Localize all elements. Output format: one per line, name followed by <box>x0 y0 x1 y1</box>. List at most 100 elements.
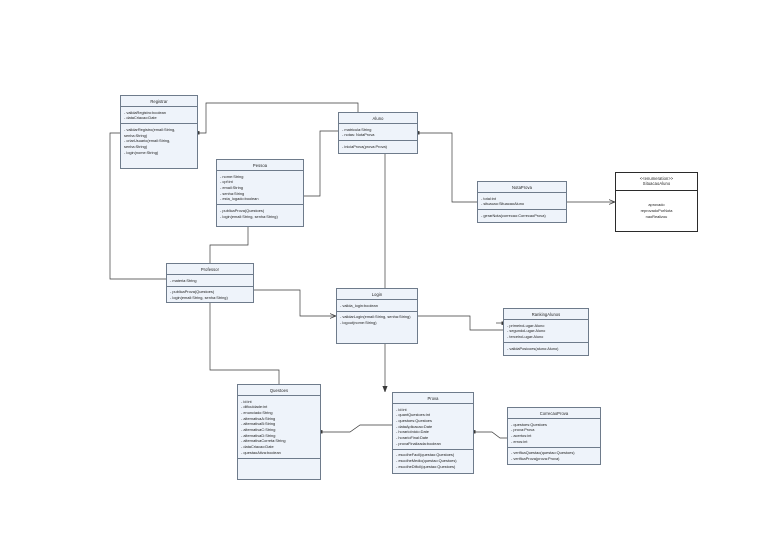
class-box-aluno[interactable]: Aluno - matricula:String - notas: NotaPr… <box>338 112 418 154</box>
operation: - publicaProva(Questoes) <box>220 207 265 213</box>
attribute: - alternativaB:String <box>241 421 276 427</box>
class-operations-prova: - escolheFacil(questao:Questoes) - escol… <box>393 450 473 473</box>
attribute: - dataCriacao:Date <box>124 115 157 121</box>
attribute: - terceiroLugar:Aluno <box>507 333 544 339</box>
edge-professor-login <box>254 289 336 316</box>
class-attributes-questoes: - id:int - dificuldade:int - enunciado:S… <box>238 396 320 459</box>
operation: - login(email:String, senha:String) <box>170 294 228 300</box>
attribute: - id:int <box>396 406 407 412</box>
attribute: - provaFinalizada:boolean <box>396 440 441 446</box>
attribute: - questaoAtiva:boolean <box>241 449 281 455</box>
class-name-pessoa: Pessoa <box>217 160 303 172</box>
class-name-professor: Professor <box>167 264 253 276</box>
class-attributes-notaprova: - total:int - situacao:SituacaoAluno <box>478 193 566 211</box>
class-box-login[interactable]: Login - valida_login:boolean - validarLo… <box>336 288 418 344</box>
class-name-notaprova: NotaProva <box>478 182 566 194</box>
attribute: - materia:String <box>170 277 197 283</box>
attribute: - dataAplicacao:Date <box>396 423 433 429</box>
class-attributes-professor: - materia:String <box>167 275 253 287</box>
attribute: - primeiroLugar:Aluno <box>507 322 545 328</box>
class-name-questoes: Questoes <box>238 385 320 397</box>
operation: - verificaProva(prova:Prova) <box>511 455 560 461</box>
enum-value: naoRealizou <box>645 214 668 220</box>
class-attributes-rankingalunos: - primeiroLugar:Aluno - segundoLugar:Alu… <box>504 320 588 344</box>
operation: - escolheFacil(questao:Questoes) <box>396 452 455 458</box>
class-name-correcaoprova: CorrecaoProva <box>508 408 600 420</box>
edge-pessoa-professor <box>209 227 249 263</box>
attribute: - alternativaCorreta:String <box>241 438 286 444</box>
operation: - validaPosicoes(aluno:Aluno) <box>507 345 559 351</box>
class-name-rankingalunos: RankingAlunos <box>504 309 588 321</box>
class-name-registrar: Registrar <box>121 96 197 108</box>
class-operations-questoes <box>238 459 320 479</box>
operation: - verificaQuestao(questao:Questoes) <box>511 450 575 456</box>
class-name-aluno: Aluno <box>339 113 417 125</box>
attribute: - valida_login:boolean <box>340 302 378 308</box>
edge-login-ranking <box>418 315 503 331</box>
attribute: - dataCriacao:Date <box>241 443 274 449</box>
enumeration-values-situacaoaluno: aprovado reprovadoPorNota naoRealizou <box>616 191 697 231</box>
class-box-notaprova[interactable]: NotaProva - total:int - situacao:Situaca… <box>477 181 567 223</box>
class-attributes-registrar: - validaRegistro:boolean - dataCriacao:D… <box>121 107 197 125</box>
class-operations-registrar: - validarRegistro(email:String, senha:St… <box>121 124 197 168</box>
attribute: - email:String <box>220 184 243 190</box>
class-box-professor[interactable]: Professor - materia:String - publicaProv… <box>166 263 254 303</box>
attribute: - senha:String <box>220 190 245 196</box>
operation: - escolheMedio(questao:Questoes) <box>396 457 457 463</box>
attribute: - situacao:SituacaoAluno <box>481 201 525 207</box>
attribute: - cpf:int <box>220 179 233 185</box>
class-box-pessoa[interactable]: Pessoa - nome:String - cpf:int - email:S… <box>216 159 304 227</box>
attribute: - alternativaD:String <box>241 432 276 438</box>
class-box-prova[interactable]: Prova - id:int - quantQuestoes:int - que… <box>392 392 474 474</box>
operation: - validarRegistro(email:String, senha:St… <box>124 126 177 138</box>
attribute: - notas: NotaProva <box>342 132 375 138</box>
attribute: - matricula:String <box>342 126 372 132</box>
edge-questoes-prova <box>319 424 392 434</box>
attribute: - acertos:int <box>511 432 532 438</box>
attribute: - questoes:Questoes <box>396 417 432 423</box>
class-operations-login: - validarLogin(email:String, senha:Strin… <box>337 312 417 343</box>
class-box-registrar[interactable]: Registrar - validaRegistro:boolean - dat… <box>120 95 198 169</box>
operation: - criarUsuario(email:String, senha:Strin… <box>124 138 172 149</box>
enumeration-stereotype: <<enumeration>> <box>639 176 674 181</box>
attribute: - alternativaC:String <box>241 426 276 432</box>
attribute: - alternativaA:String <box>241 415 276 421</box>
edge-prova-correcaoprova <box>472 430 507 439</box>
operation: - escolheDificil(questao:Questoes) <box>396 463 456 469</box>
class-operations-notaprova: - gerarNota(correcao:CorrecaoProva) <box>478 210 566 222</box>
operation: - login(nome:String) <box>124 149 159 155</box>
edge-pessoa-aluno <box>304 130 338 197</box>
class-attributes-pessoa: - nome:String - cpf:int - email:String -… <box>217 171 303 206</box>
operation: - iniciaProva(prova:Prova) <box>342 143 387 149</box>
enumeration-box-situacaoaluno[interactable]: <<enumeration>> SituacaoAluno aprovado r… <box>615 172 698 232</box>
attribute: - validaRegistro:boolean <box>124 109 166 115</box>
operation: - login(email:String, senha:String) <box>220 213 278 219</box>
attribute: - segundoLugar:Aluno <box>507 328 546 334</box>
attribute: - quantQuestoes:int <box>396 412 430 418</box>
class-box-correcaoprova[interactable]: CorrecaoProva - questoes:Questoes - prov… <box>507 407 601 465</box>
attribute: - horarioInicio:Date <box>396 429 429 435</box>
enumeration-name: SituacaoAluno <box>642 181 671 187</box>
attribute: - prova:Prova <box>511 427 535 433</box>
attribute: - erros:int <box>511 438 528 444</box>
class-operations-professor: - publicaProva(Questoes) - login(email:S… <box>167 287 253 303</box>
class-name-prova: Prova <box>393 393 473 405</box>
class-operations-aluno: - iniciaProva(prova:Prova) <box>339 141 417 153</box>
class-box-questoes[interactable]: Questoes - id:int - dificuldade:int - en… <box>237 384 321 480</box>
operation: - validarLogin(email:String, senha:Strin… <box>340 314 411 320</box>
operation: - logout(nome:String) <box>340 319 377 325</box>
class-name-login: Login <box>337 289 417 301</box>
attribute: - horarioFinal:Date <box>396 434 429 440</box>
enum-value: aprovado <box>648 202 665 208</box>
class-box-rankingalunos[interactable]: RankingAlunos - primeiroLugar:Aluno - se… <box>503 308 589 356</box>
attribute: - nome:String <box>220 173 244 179</box>
class-operations-pessoa: - publicaProva(Questoes) - login(email:S… <box>217 205 303 226</box>
edge-registrar-aluno <box>196 102 359 135</box>
operation: - gerarNota(correcao:CorrecaoProva) <box>481 212 546 218</box>
class-attributes-correcaoprova: - questoes:Questoes - prova:Prova - acer… <box>508 419 600 448</box>
class-attributes-aluno: - matricula:String - notas: NotaProva <box>339 124 417 142</box>
enum-value: reprovadoPorNota <box>640 208 673 214</box>
enumeration-header-situacaoaluno: <<enumeration>> SituacaoAluno <box>616 173 697 192</box>
